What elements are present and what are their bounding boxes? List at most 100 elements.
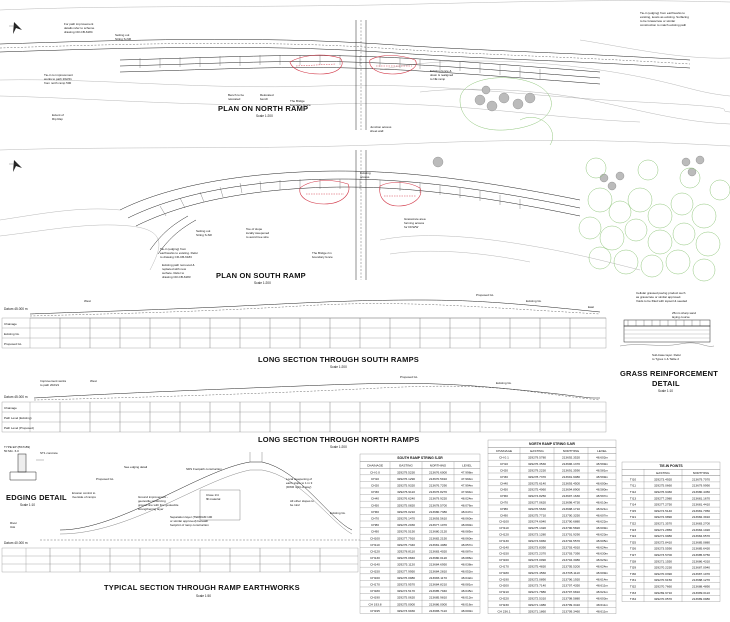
svg-text:to be Grasscrete or similar: to be Grasscrete or similar [640,19,675,23]
table-cell: CH10 [371,477,379,481]
table-cell: 48.605m [596,539,608,543]
svg-text:to Types 1 & Table 2: to Types 1 & Table 2 [652,357,679,361]
table-cell: 213681.4410 [692,503,710,507]
table-cell: 213683.2700 [692,522,710,526]
svg-text:Tie-in to improvement: Tie-in to improvement [44,73,73,77]
table-cell: 213684.2810 [429,569,447,573]
table-cell: CH50 [371,503,379,507]
svg-text:earth slope to 1 in 3: earth slope to 1 in 3 [286,481,313,485]
table-cell: CH140 [370,563,380,567]
table-cell: CH160 [370,576,380,580]
table-cell: 213677.1070 [429,523,447,527]
table-cell: 213684.8210 [429,583,447,587]
table-cell: 213676.6000 [429,470,447,474]
table-cell: 329277.2980 [654,496,672,500]
table-cell: 213688.4890 [692,585,710,589]
svg-text:String S-NR: String S-NR [115,37,132,41]
svg-text:25mm sharp sand: 25mm sharp sand [672,311,696,315]
table-cell: 48.611m [596,609,608,613]
table-cell: CH120 [499,533,509,537]
table-cell: CH110 [370,543,380,547]
table-cell: TI23 [630,528,636,532]
table-cell: 329276.5630 [528,507,546,511]
table-cell: CH130 [370,556,380,560]
svg-text:Ground improvement -: Ground improvement - [138,495,168,499]
table-cell: 213701.9290 [562,533,580,537]
svg-text:riverside of ramps: riverside of ramps [72,495,96,499]
table-cell: CH180 [370,589,380,593]
table-cell: TI30 [630,572,636,576]
table-cell: 213681.7050 [692,509,710,513]
svg-text:Junction access: Junction access [370,125,392,129]
table-cell: CH150 [499,552,509,556]
table-cell: 213682.2150 [429,536,447,540]
svg-text:drawing CR-CB-6183: drawing CR-CB-6183 [162,275,191,279]
svg-text:Relocated: Relocated [260,93,274,97]
svg-text:(DWR right of way): (DWR right of way) [286,485,311,489]
table-cell: 329278.7370 [528,475,546,479]
table-cell: 213700.5820 [562,526,580,530]
table-cell: CH195 [370,609,380,613]
table-cell: 329273.1280 [528,533,546,537]
table-cell: 329273.9930 [397,609,415,613]
typical-section-scale: Scale 1:50 [196,594,211,598]
table-cell: 213694.8900 [562,488,580,492]
table-cell: 329274.5140 [654,509,672,513]
svg-text:Cellular grassed paving produc: Cellular grassed paving product such [636,291,686,295]
table-cell: 329272.0890 [528,577,546,581]
svg-text:works to path 202/21: works to path 202/21 [44,77,72,81]
svg-text:fill material: fill material [206,497,221,501]
table-cell: 213685.0880 [692,540,710,544]
table-cell: 329274.8250 [528,494,546,498]
table-cell: 329277.2750 [654,503,672,507]
table-cell: 329274.6040 [528,520,546,524]
table-cell: 48.045m [461,589,473,593]
table-cell: TI26 [630,547,636,551]
table-cell: CH220 [499,597,509,601]
table-cell: TI15 [630,509,636,513]
table-cell: TI14 [630,503,636,507]
table-cell: 213689.0980 [692,597,710,601]
table-cell: 48.052m [461,569,473,573]
table-cell: 48.016m [461,602,473,606]
table-cell: CH150 [370,569,380,573]
north-section-scale: Scale 1:200 [330,445,347,449]
svg-text:Path Level (Existing): Path Level (Existing) [4,416,32,420]
grass-detail-scale: Scale 1:10 [658,389,673,393]
table-cell: 329273.4920 [654,477,672,481]
table-cell: CH170 [499,565,509,569]
table-cell: 47.998m [461,470,473,474]
svg-text:See edging detail: See edging detail [124,465,148,469]
table-cell: 48.087m [461,550,473,554]
svg-text:existing, levels as existing.: existing, levels as existing. Surfacing [640,15,689,19]
svg-text:Bench to be: Bench to be [228,93,244,97]
table-cell: CH210 [499,590,509,594]
table-cell: 329272.8410 [654,540,672,544]
table-cell: CH100 [370,536,380,540]
table-cell: 329273.5590 [654,547,672,551]
table-cell: CH 193.8 [368,602,381,606]
table-cell: 329276.5150 [397,530,415,534]
grass-detail-title: GRASS REINFORCEMENT [620,369,718,378]
table-cell: 213705.1110 [562,571,580,575]
svg-text:construction to match existing: construction to match existing path [640,23,687,27]
table-cell: 47.994m [461,477,473,481]
table-cell: 329276.6240 [397,497,415,501]
table-title: SOUTH RAMP STRING S-SR [397,456,443,460]
svg-text:Existing: Existing [360,171,371,175]
edging-detail-scale: Scale 1:10 [20,503,35,507]
